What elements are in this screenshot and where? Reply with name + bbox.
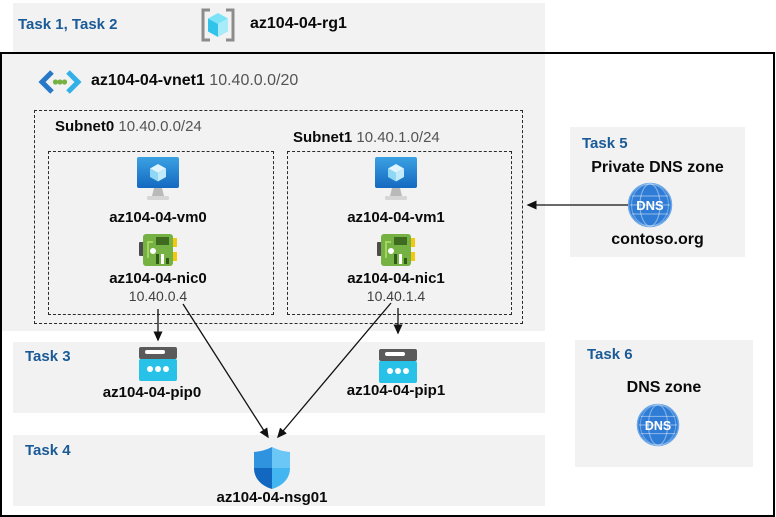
vm0-label: az104-04-vm0	[109, 209, 207, 226]
task3-label: Task 3	[25, 348, 71, 365]
nsg-shield-icon	[253, 446, 291, 490]
dns-zone-icon: DNS	[636, 403, 680, 447]
nic0-label: az104-04-nic0	[109, 270, 207, 287]
vm1-icon	[374, 156, 418, 204]
task5-label: Task 5	[582, 135, 628, 152]
nsg-label: az104-04-nsg01	[216, 489, 328, 506]
vnet-cidr: 10.40.0.0/20	[209, 72, 299, 89]
nic0-icon	[139, 232, 177, 268]
private-dns-zone-name: contoso.org	[611, 231, 704, 248]
virtual-network-icon	[37, 69, 83, 95]
vnet-name: az104-04-vnet1	[91, 72, 205, 89]
vm1-label: az104-04-vm1	[347, 209, 445, 226]
subnet1-cidr: 10.40.1.0/24	[356, 129, 440, 146]
subnet0-cidr: 10.40.0.0/24	[118, 118, 202, 135]
private-dns-zone-title: Private DNS zone	[591, 159, 724, 176]
subnet1-box	[287, 151, 512, 315]
subnet0-name: Subnet0	[55, 118, 115, 135]
subnet1-title: Subnet1 10.40.1.0/24	[293, 129, 440, 146]
subnet0-box	[48, 151, 274, 315]
task4-label: Task 4	[25, 442, 71, 459]
pip1-label: az104-04-pip1	[346, 382, 446, 399]
pip1-icon	[379, 349, 417, 383]
private-dns-icon: DNS	[627, 182, 673, 228]
task6-box	[575, 340, 753, 467]
pip0-icon	[139, 347, 177, 381]
dns-zone-icon-text: DNS	[645, 419, 671, 433]
task3-band	[13, 342, 545, 413]
resource-group-icon	[198, 6, 238, 44]
diagram-frame	[0, 52, 775, 517]
task6-label: Task 6	[587, 346, 633, 363]
nic0-ip: 10.40.0.4	[128, 288, 188, 304]
dns-zone-title: DNS zone	[626, 379, 702, 396]
pip0-label: az104-04-pip0	[102, 384, 202, 401]
subnet1-name: Subnet1	[293, 129, 353, 146]
subnet0-title: Subnet0 10.40.0.0/24	[55, 118, 202, 135]
private-dns-icon-text: DNS	[636, 198, 664, 213]
vm0-icon	[136, 156, 180, 204]
task1-2-label: Task 1, Task 2	[18, 16, 118, 33]
nic1-icon	[377, 232, 415, 268]
vnet-title: az104-04-vnet1 10.40.0.0/20	[91, 72, 298, 90]
nic1-ip: 10.40.1.4	[366, 288, 426, 304]
resource-group-name: az104-04-rg1	[250, 15, 347, 32]
task1-2-band	[13, 3, 545, 52]
nic1-label: az104-04-nic1	[347, 270, 445, 287]
